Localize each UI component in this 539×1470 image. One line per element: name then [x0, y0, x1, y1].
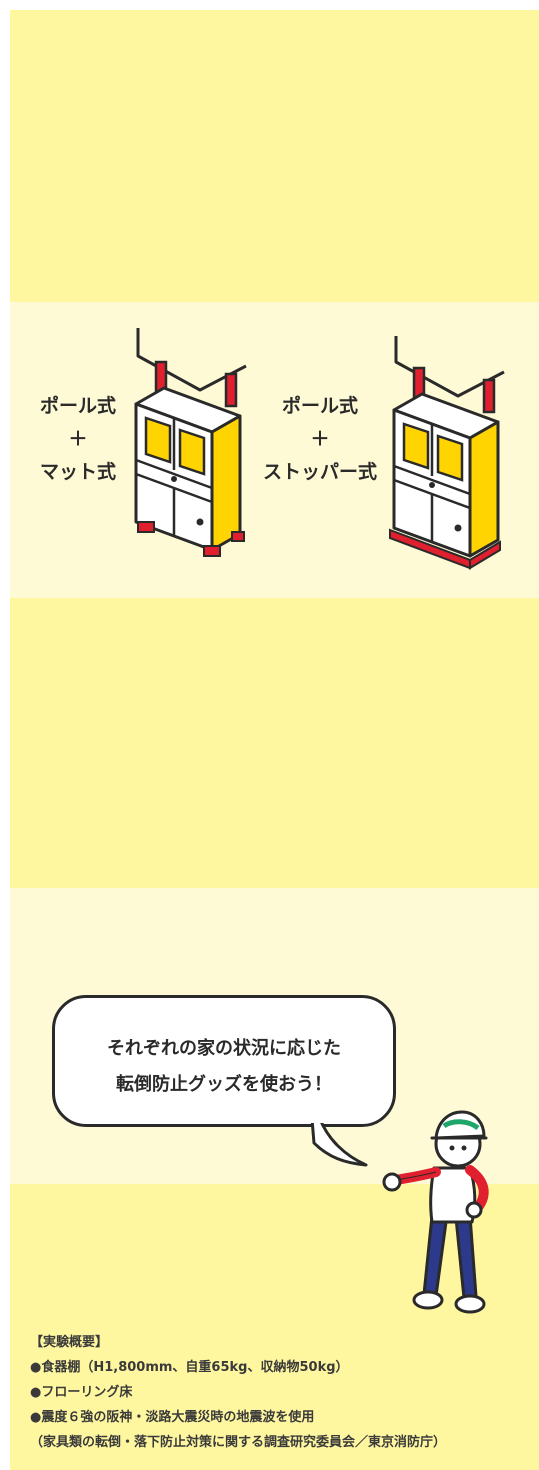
notes-item-wave: ●震度６強の阪神・淡路大震災時の地震波を使用 — [30, 1410, 315, 1425]
worker-character-illustration — [382, 1110, 489, 1314]
empty-band-middle — [10, 598, 539, 888]
notes-band — [10, 1184, 539, 1470]
speech-bubble: それぞれの家の状況に応じた 転倒防止グッズを使おう！ — [52, 995, 396, 1127]
cabinet-pole-mat-illustration — [134, 328, 247, 557]
label-left-plus: ＋ — [68, 428, 88, 450]
label-pole-stopper: ポール式 ＋ ストッパー式 — [250, 390, 390, 489]
label-pole-mat: ポール式 ＋ マット式 — [18, 390, 138, 489]
bubble-line-1: それぞれの家の状況に応じた — [107, 1038, 341, 1059]
label-left-line2: マット式 — [39, 461, 116, 483]
bubble-line-2: 転倒防止グッズを使おう！ — [116, 1074, 332, 1095]
label-left-line1: ポール式 — [39, 395, 116, 417]
speech-bubble-tail — [310, 1117, 368, 1167]
label-right-plus: ＋ — [310, 428, 330, 450]
notes-source: （家具類の転倒・落下防止対策に関する調査研究委員会／東京消防庁） — [30, 1435, 447, 1450]
notes-heading: 【実験概要】 — [30, 1335, 109, 1350]
label-right-line1: ポール式 — [281, 395, 358, 417]
notes-item-floor: ●フローリング床 — [30, 1385, 133, 1400]
experiment-notes: 【実験概要】 ●食器棚（H1,800mm、自重65kg、収納物50kg） ●フロ… — [30, 1330, 530, 1455]
empty-band-top — [10, 10, 539, 302]
label-right-line2: ストッパー式 — [262, 461, 377, 483]
notes-item-cabinet: ●食器棚（H1,800mm、自重65kg、収納物50kg） — [30, 1360, 349, 1375]
cabinet-pole-stopper-illustration — [389, 336, 505, 570]
